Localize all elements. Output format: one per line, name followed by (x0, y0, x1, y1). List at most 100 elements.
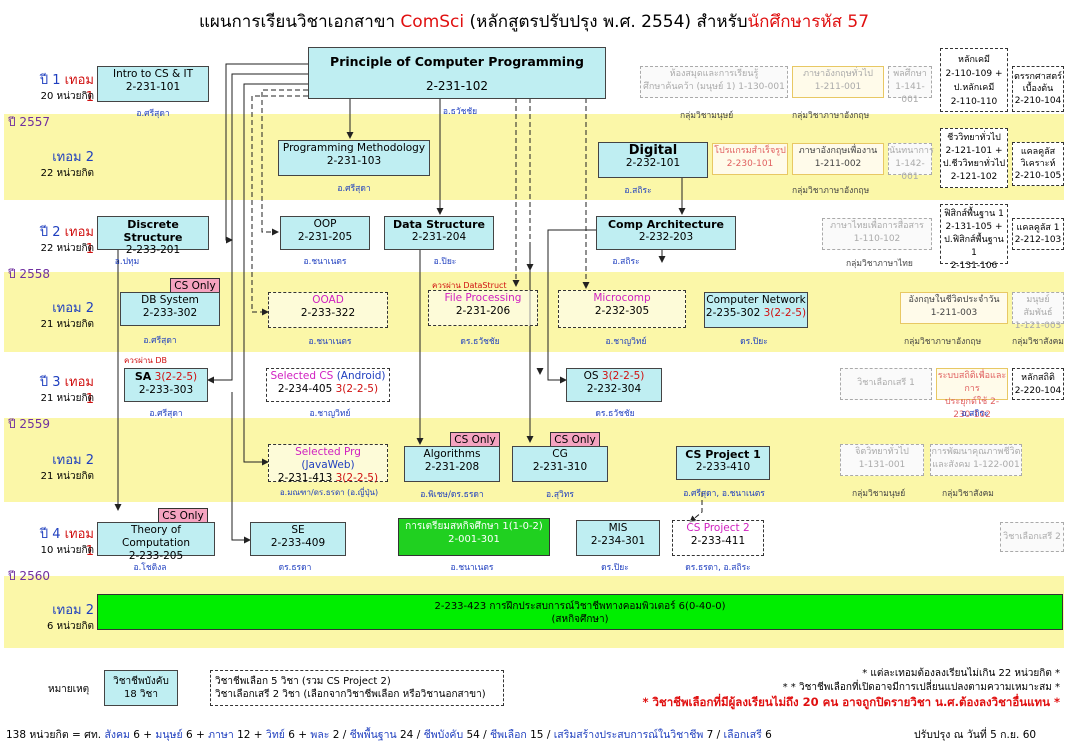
semester-label: ปี 1 เทอม 1 (39, 73, 94, 105)
semester-label: เทอม 2 (52, 150, 94, 165)
cs-only-badge: CS Only (550, 432, 600, 447)
course-coop-prep[interactable]: การเตรียมสหกิจศึกษา 1(1-0-2)2-001-301 (398, 518, 550, 556)
course-prof: อ.ศรีสุดา (149, 409, 183, 419)
gen-course[interactable]: มนุษย์สัมพันธ์1-121-003 (1012, 292, 1064, 331)
course-prof: อ.ชาญวิทย์ (605, 337, 647, 347)
legend-note: * แต่ละเทอมต้องลงเรียนไม่เกิน 22 หน่วยกิ… (862, 668, 1060, 679)
course-selected-prg[interactable]: Selected Prg (JavaWeb)2-231-413 3(2-2-5) (268, 444, 388, 484)
gen-course[interactable]: หลักเคมี2-110-109 +ป.หลักเคมี2-110-110 (940, 48, 1008, 112)
course-os[interactable]: OS 3(2-2-5)2-232-304 (566, 368, 662, 402)
course-prof: อ.ศรีสุดา (337, 184, 371, 194)
semester-credits: 6 หน่วยกิต (47, 621, 94, 632)
course-sa[interactable]: SA 3(2-2-5)2-233-303 (124, 368, 208, 402)
credit-summary: 138 หน่วยกิต = ศท. สังคม 6 + มนุษย์ 6 + … (6, 729, 772, 741)
course-prof: ดร.ธวัชชัย (460, 337, 500, 347)
year-label: ปี 2560 (8, 569, 50, 583)
cs-only-badge: CS Only (170, 278, 220, 293)
gen-course[interactable]: วิชาเลือกเสรี 2 (1000, 522, 1064, 552)
gen-course[interactable]: แคลคูลัสวิเคราะห์2-210-105 (1012, 142, 1064, 186)
course-prof: ดร.ธวัชชัย (595, 409, 635, 419)
semester-credits: 21 หน่วยกิต (40, 393, 94, 404)
course-prof: อ.สถิระ (961, 409, 989, 419)
gen-course[interactable]: ห้องสมุดและการเรียนรู้ศึกษาค้นคว้า (มนุษ… (640, 66, 788, 98)
update-date: ปรับปรุง ณ วันที่ 5 ก.ย. 60 (914, 729, 1037, 741)
prerequisite-note: ควรผ่าน DataStruct (432, 281, 507, 290)
gen-group-label: กลุ่มวิชาภาษาไทย (846, 259, 913, 269)
legend-note: * * วิชาชีพเลือกที่เปิดอาจมีการเปลี่ยนแป… (782, 682, 1060, 693)
semester-credits: 22 หน่วยกิต (40, 168, 94, 179)
cs-only-badge: CS Only (450, 432, 500, 447)
gen-course[interactable]: การพัฒนาคุณภาพชีวิตและสังคม 1-122-001 (930, 444, 1022, 476)
prerequisite-note: ควรผ่าน DB (124, 356, 167, 365)
course-prof: อ.มณฑา/ดร.ธรดา (อ.ญี่ปุ่น) (279, 488, 379, 497)
gen-group-label: กลุ่มวิชาภาษาอังกฤษ (792, 186, 870, 196)
course-pcp[interactable]: Principle of Computer Programming 2-231-… (308, 47, 606, 99)
course-selected-cs[interactable]: Selected CS (Android)2-234-405 3(2-2-5) (266, 368, 390, 402)
gen-course[interactable]: ระบบสถิติเพื่อและการประยุกต์ใช้ 2-230-10… (936, 368, 1008, 420)
semester-label: เทอม 2 (52, 453, 94, 468)
gen-group-label: กลุ่มวิชาภาษาอังกฤษ (792, 111, 870, 121)
cs-only-badge: CS Only (158, 508, 208, 523)
semester-label: ปี 4 เทอม 1 (39, 527, 94, 559)
semester-label: ปี 2 เทอม 1 (39, 225, 94, 257)
course-prof: อ.ปิยะ (433, 257, 457, 267)
gen-group-label: กลุ่มวิชาสังคม (1012, 337, 1064, 347)
semester-label: ปี 3 เทอม 1 (39, 375, 94, 407)
course-prof: อ.สถิระ (612, 257, 640, 267)
gen-course[interactable]: หลักสถิติ2-220-104 (1012, 368, 1064, 400)
course-prof: อ.ชนาเนตร (303, 257, 347, 267)
semester-credits: 21 หน่วยกิต (40, 319, 94, 330)
legend-warning: * วิชาชีพเลือกที่มีผู้ลงเรียนไม่ถึง 20 ค… (642, 695, 1060, 709)
gen-group-label: กลุ่มวิชามนุษย์ (852, 489, 906, 499)
year-label: ปี 2557 (8, 115, 50, 129)
gen-course[interactable]: วิชาเลือกเสรี 1 (840, 368, 932, 400)
band-y1t2 (4, 114, 1064, 200)
course-prof: อ.โชติงล (133, 563, 167, 573)
year-label: ปี 2558 (8, 267, 50, 281)
gen-group-label: กลุ่มวิชามนุษย์ (680, 111, 734, 121)
semester-credits: 20 หน่วยกิต (40, 91, 94, 102)
legend-elective: วิชาชีพเลือก 5 วิชา (รวม CS Project 2)วิ… (210, 670, 504, 706)
course-prof: อ.ศรีสุดา (143, 336, 177, 346)
course-prof: อ.ศรีสุดา (136, 109, 170, 119)
title-major: ComSci (400, 12, 465, 32)
course-prof: ดร.ธรดา, อ.สถิระ (685, 563, 751, 573)
course-internship[interactable]: 2-233-423 การฝึกประสบการณ์วิชาชีพทางคอมพ… (97, 594, 1063, 630)
course-prof: อ.ศรีสุดา, อ.ชนาเนตร (683, 489, 765, 499)
course-prof: ดร.ธรดา (278, 563, 312, 573)
course-prof: อ.ปทุม (114, 257, 140, 267)
